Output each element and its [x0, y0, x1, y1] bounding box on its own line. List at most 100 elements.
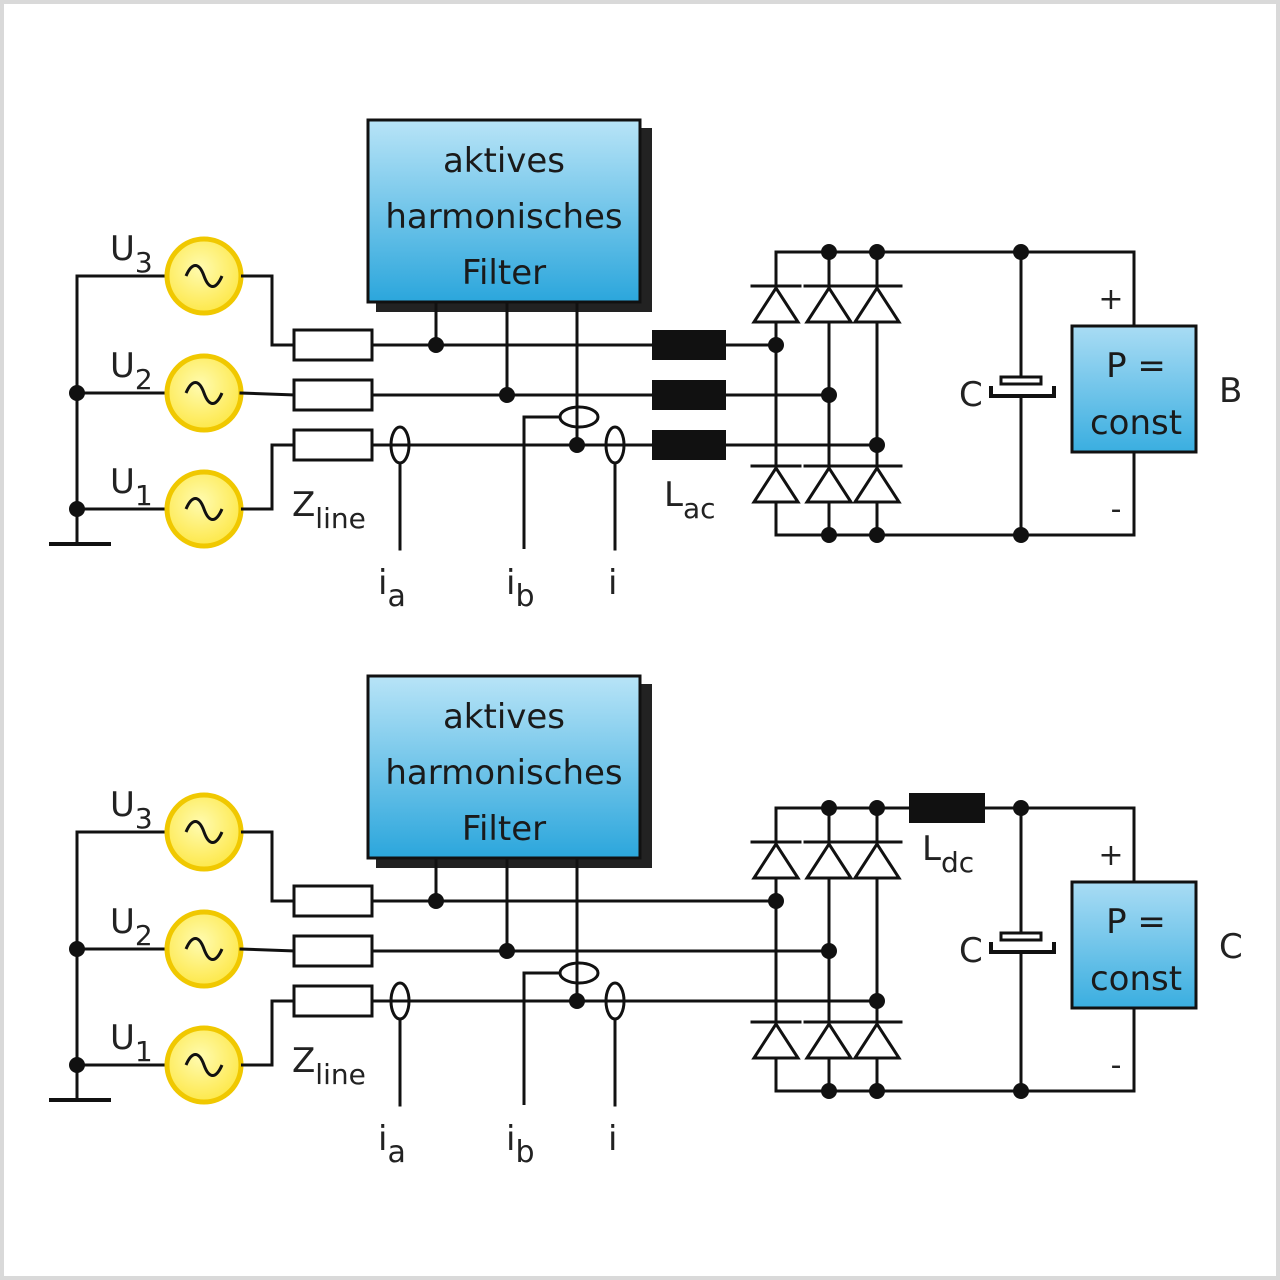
wire — [241, 830, 294, 903]
current-label-ia-subscript: a — [387, 1135, 405, 1170]
current-label-ib-main: i — [506, 563, 515, 603]
line-impedance-2 — [292, 378, 374, 412]
source-label-u3-subscript: 3 — [135, 246, 153, 279]
current-label-i: i — [608, 563, 617, 603]
junction-dot — [428, 893, 444, 909]
diode-icon — [852, 1021, 902, 1060]
junction-dot — [569, 993, 585, 1009]
diode-icon — [804, 841, 854, 880]
diode-icon — [751, 285, 801, 324]
ac-inductor-2 — [652, 380, 726, 410]
diode-icon — [751, 841, 801, 880]
junction-dot — [821, 387, 837, 403]
filter-label-line-1: aktives — [443, 141, 565, 181]
wire — [241, 999, 294, 1067]
junction-dot — [821, 800, 837, 816]
current-sensor-ib — [558, 405, 600, 429]
active-harmonic-filter — [366, 674, 642, 860]
load-label-line-1: P = — [1106, 902, 1166, 942]
wire — [241, 274, 294, 347]
junction-dot — [821, 1083, 837, 1099]
line-impedance-1 — [292, 428, 374, 462]
panel-label: B — [1219, 371, 1242, 411]
capacitor-plate-top — [999, 931, 1043, 942]
line-impedance-3 — [292, 884, 374, 918]
impedance-label-main: Z — [292, 1041, 315, 1081]
junction-dot — [428, 337, 444, 353]
current-label-i-main: i — [608, 1119, 617, 1159]
load-label-line-2: const — [1090, 403, 1182, 443]
source-label-u2-main: U — [110, 346, 135, 386]
junction-dot — [69, 941, 85, 957]
inductor-label: Lac — [664, 475, 716, 525]
junction-dot — [768, 337, 784, 353]
source-label-u3-main: U — [110, 229, 135, 269]
constant-power-load — [1070, 880, 1198, 1010]
wire — [239, 391, 296, 397]
wire — [241, 443, 294, 511]
plus-terminal-label: + — [1098, 282, 1123, 317]
current-label-ib-subscript: b — [515, 1135, 534, 1170]
dc-inductor — [909, 793, 985, 823]
panel-label: C — [1219, 927, 1243, 967]
inductor-label: Ldc — [922, 829, 974, 879]
junction-dot — [768, 893, 784, 909]
source-label-u3-subscript: 3 — [135, 802, 153, 835]
filter-label-line-3: Filter — [462, 253, 546, 293]
source-label-u2: U2 — [110, 902, 153, 952]
current-sensor-ib — [558, 961, 600, 985]
junction-dot — [869, 993, 885, 1009]
impedance-label: Zline — [292, 1041, 366, 1091]
junction-dot — [821, 527, 837, 543]
junction-dot — [69, 501, 85, 517]
impedance-label-subscript: line — [315, 1058, 366, 1091]
source-label-u1: U1 — [110, 1018, 153, 1068]
line-impedance-2 — [292, 934, 374, 968]
inductor-label-main: L — [664, 475, 683, 515]
wire — [522, 415, 560, 549]
junction-dot — [569, 437, 585, 453]
inductor-label-main: L — [922, 829, 941, 869]
filter-label-line-2: harmonisches — [385, 197, 622, 237]
source-label-u2-main: U — [110, 902, 135, 942]
diode-icon — [751, 465, 801, 504]
diode-icon — [804, 285, 854, 324]
impedance-label: Zline — [292, 485, 366, 535]
impedance-label-subscript: line — [315, 502, 366, 535]
minus-terminal-label: - — [1111, 1048, 1122, 1083]
current-label-ib: ib — [506, 1119, 535, 1170]
current-label-ia-main: i — [378, 1119, 387, 1159]
source-label-u3-main: U — [110, 785, 135, 825]
constant-power-load — [1070, 324, 1198, 454]
line-impedance-1 — [292, 984, 374, 1018]
source-label-u1-subscript: 1 — [135, 479, 153, 512]
plus-terminal-label: + — [1098, 838, 1123, 873]
source-label-u1-subscript: 1 — [135, 1035, 153, 1068]
current-label-ia: ia — [378, 563, 406, 614]
line-impedance-3 — [292, 328, 374, 362]
junction-dot — [499, 943, 515, 959]
minus-terminal-label: - — [1111, 492, 1122, 527]
capacitor-plate-top — [999, 375, 1043, 386]
load-label-line-2: const — [1090, 959, 1182, 999]
sine-wave-icon — [184, 497, 224, 521]
sine-wave-icon — [184, 820, 224, 844]
current-label-ia-main: i — [378, 563, 387, 603]
filter-label-line-1: aktives — [443, 697, 565, 737]
source-label-u1-main: U — [110, 1018, 135, 1058]
source-label-u1-main: U — [110, 462, 135, 502]
current-label-ia: ia — [378, 1119, 406, 1170]
sine-wave-icon — [184, 264, 224, 288]
inductor-label-subscript: ac — [683, 492, 716, 525]
current-label-ib-main: i — [506, 1119, 515, 1159]
junction-dot — [869, 437, 885, 453]
sine-wave-icon — [184, 1053, 224, 1077]
sine-wave-icon — [184, 381, 224, 405]
filter-label-line-2: harmonisches — [385, 753, 622, 793]
load-label-line-1: P = — [1106, 346, 1166, 386]
source-label-u2-subscript: 2 — [135, 919, 153, 952]
current-label-ib: ib — [506, 563, 535, 614]
active-harmonic-filter — [366, 118, 642, 304]
